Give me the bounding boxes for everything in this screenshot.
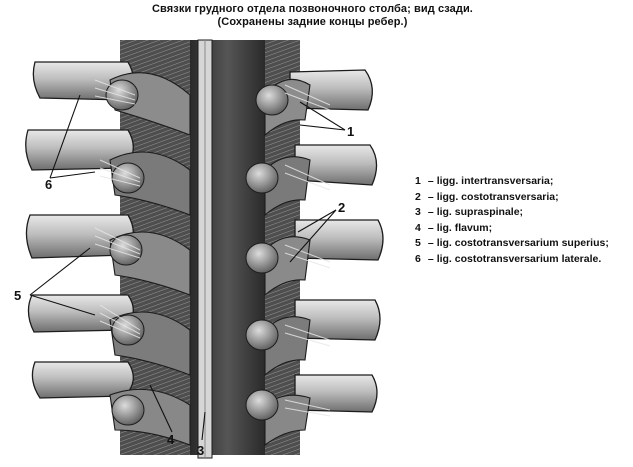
figure-subtitle: (Сохранены задние концы ребер.) bbox=[217, 16, 408, 28]
label-1: 1 bbox=[347, 124, 354, 139]
callout-labels: 1 2 3 4 5 6 bbox=[14, 124, 354, 458]
leader-2b bbox=[289, 209, 337, 263]
legend-item-4: 4 – lig. flavum; bbox=[415, 221, 493, 234]
supraspinous-ligament bbox=[197, 39, 213, 459]
label-6: 6 bbox=[45, 177, 52, 192]
legend: 1 – ligg. intertransversaria; 2 – ligg. … bbox=[415, 174, 609, 267]
legend-item-2: 2 – ligg. costotransversaria; bbox=[415, 190, 559, 203]
leader-5a bbox=[29, 247, 91, 296]
label-2: 2 bbox=[338, 200, 345, 215]
label-3: 3 bbox=[197, 443, 204, 458]
ligament-fibers bbox=[94, 79, 331, 417]
legend-item-1: 1 – ligg. intertransversaria; bbox=[415, 175, 554, 187]
legend-item-5: 5 – lig. costotransversarium superius; bbox=[415, 237, 609, 249]
ribs-right bbox=[289, 69, 384, 413]
leader-4 bbox=[149, 384, 173, 433]
leader-1b bbox=[299, 101, 346, 131]
label-5: 5 bbox=[14, 288, 21, 303]
leader-lines bbox=[29, 94, 346, 441]
legend-item-3: 3 – lig. supraspinale; bbox=[415, 206, 524, 218]
leader-6a bbox=[49, 94, 81, 179]
leader-6b bbox=[49, 171, 96, 179]
leader-1a bbox=[299, 124, 346, 131]
figure-title: Связки грудного отдела позвоночного стол… bbox=[152, 3, 473, 15]
legend-item-6: 6 – lig. costotransversarium laterale. bbox=[415, 252, 602, 265]
leader-5b bbox=[29, 294, 96, 316]
leader-2a bbox=[297, 209, 337, 233]
label-4: 4 bbox=[167, 432, 175, 447]
leader-3 bbox=[201, 411, 206, 441]
